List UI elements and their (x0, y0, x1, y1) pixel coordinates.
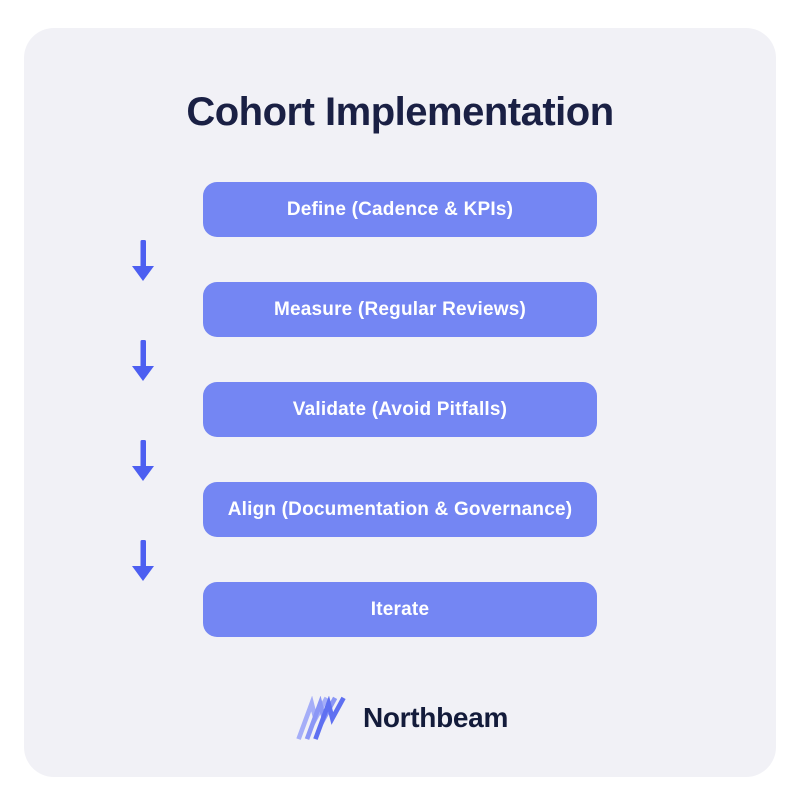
brand-footer: Northbeam (24, 694, 776, 742)
northbeam-zigzag-icon (292, 695, 352, 741)
down-arrow-icon (130, 340, 156, 382)
page-title: Cohort Implementation (186, 90, 614, 134)
step-box: Align (Documentation & Governance) (203, 482, 597, 537)
flow-diagram: Define (Cadence & KPIs) Measure (Regular … (24, 28, 776, 777)
down-arrow-icon (130, 540, 156, 582)
card-background: Cohort Implementation Define (Cadence & … (24, 28, 776, 777)
brand-name: Northbeam (362, 702, 509, 733)
step-box: Define (Cadence & KPIs) (203, 182, 597, 237)
step-box: Iterate (203, 582, 597, 637)
step-box: Validate (Avoid Pitfalls) (203, 382, 597, 437)
down-arrow-icon (130, 240, 156, 282)
down-arrow-icon (130, 440, 156, 482)
step-box: Measure (Regular Reviews) (203, 282, 597, 337)
